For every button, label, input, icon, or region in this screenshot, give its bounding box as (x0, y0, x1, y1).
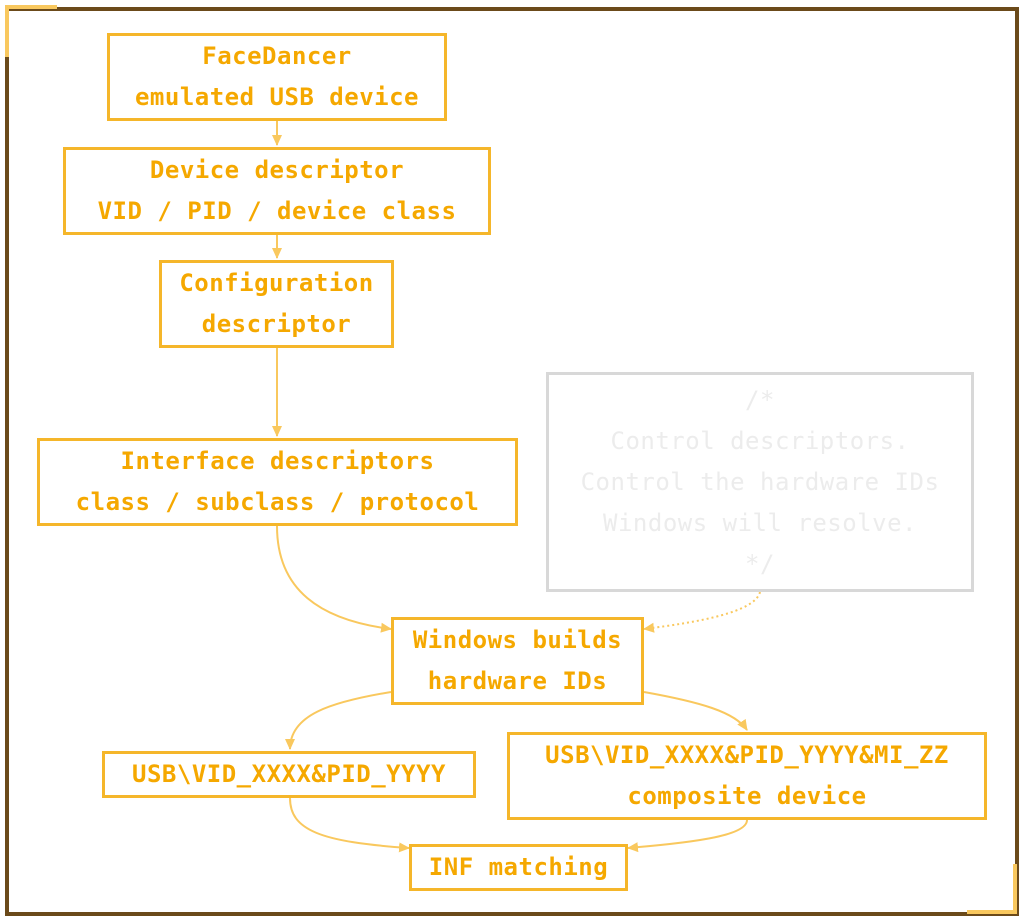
note-line5: */ (745, 550, 775, 578)
facedancer-line2: emulated USB device (134, 83, 420, 111)
frame-corner-bottom-right (967, 910, 1017, 914)
usb-composite-line1: USB\VID_XXXX&PID_YYYY&MI_ZZ (545, 741, 949, 769)
windows-builds-line2: hardware IDs (427, 667, 608, 695)
note-control-descriptors: /* Control descriptors. Control the hard… (546, 372, 974, 592)
inf-matching-line1: INF matching (428, 853, 609, 881)
edge-windows-builds-to-usb-composite (643, 691, 748, 731)
node-usb-vid-pid: USB\VID_XXXX&PID_YYYY (102, 751, 476, 798)
note-line4: Windows will resolve. (603, 509, 917, 537)
note-line1: /* (745, 386, 775, 414)
device-descriptor-line1: Device descriptor (149, 156, 405, 184)
device-descriptor-line2: VID / PID / device class (97, 197, 457, 225)
config-descriptor-line1: Configuration (179, 269, 374, 297)
frame-corner-top-left (5, 5, 57, 9)
config-descriptor-line2: descriptor (201, 310, 352, 338)
node-windows-builds: Windows builds hardware IDs (391, 617, 644, 705)
facedancer-line1: FaceDancer (202, 42, 352, 70)
edge-interface-descriptors-to-windows-builds (276, 525, 392, 633)
interface-descriptors-line1: Interface descriptors (120, 447, 435, 475)
node-interface-descriptors: Interface descriptors class / subclass /… (37, 438, 518, 526)
usb-composite-line2: composite device (627, 782, 867, 810)
frame-corner-top-left-vertical (5, 5, 9, 57)
node-config-descriptor: Configuration descriptor (159, 260, 394, 348)
note-line3: Control the hardware IDs (580, 468, 940, 496)
frame-corner-bottom-right-vertical (1013, 864, 1017, 914)
note-line2: Control descriptors. (610, 427, 910, 455)
node-facedancer: FaceDancer emulated USB device (107, 33, 447, 121)
node-usb-composite: USB\VID_XXXX&PID_YYYY&MI_ZZ composite de… (507, 732, 987, 820)
interface-descriptors-line2: class / subclass / protocol (75, 488, 480, 516)
windows-builds-line1: Windows builds (412, 626, 623, 654)
edge-windows-builds-to-usb-vid-pid (285, 691, 392, 750)
edge-usb-composite-to-inf-matching (627, 819, 748, 853)
node-inf-matching: INF matching (409, 844, 628, 891)
edge-note-to-windows-builds (643, 591, 761, 633)
diagram-frame (5, 7, 1019, 916)
usb-vid-pid-line1: USB\VID_XXXX&PID_YYYY (132, 760, 446, 788)
node-device-descriptor: Device descriptor VID / PID / device cla… (63, 147, 491, 235)
edge-usb-vid-pid-to-inf-matching (289, 797, 410, 853)
